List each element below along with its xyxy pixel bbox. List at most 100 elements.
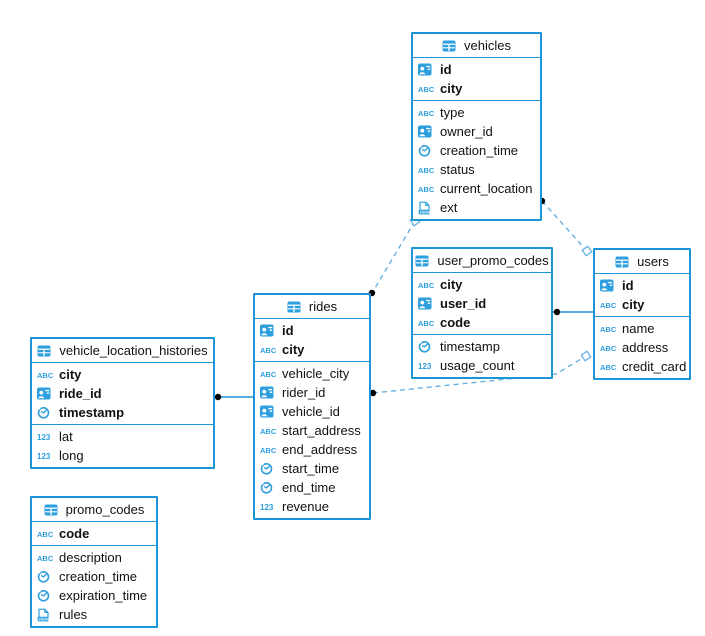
table-icon [615, 256, 632, 268]
entity-title: rides [308, 299, 338, 314]
column-name: start_address [282, 423, 361, 438]
entity-header: user_promo_codes [413, 249, 551, 273]
svg-text:123: 123 [260, 503, 274, 512]
column-name: end_time [282, 480, 336, 495]
uuid-badge-icon [260, 405, 277, 418]
column-name: revenue [282, 499, 329, 514]
entity-header: vehicles [413, 34, 540, 58]
uuid-badge-icon [418, 125, 435, 138]
column-row: ABC start_address [255, 421, 369, 440]
column-name: code [440, 315, 471, 330]
svg-text:123: 123 [37, 452, 51, 461]
svg-text:ABC: ABC [418, 166, 435, 175]
column-name: long [59, 448, 84, 463]
column-row: creation_time [413, 141, 540, 160]
uuid-badge-icon [37, 387, 54, 400]
column-row: ABC end_address [255, 440, 369, 459]
text-abc-icon: ABC [260, 445, 277, 455]
column-name: usage_count [440, 358, 515, 373]
timestamp-clock-icon [260, 481, 277, 494]
diamond-endpoint-marker [581, 245, 593, 257]
column-name: code [59, 526, 90, 541]
column-name: vehicle_id [282, 404, 340, 419]
dot-endpoint-marker [369, 389, 377, 397]
text-abc-icon: ABC [418, 184, 435, 194]
column-name: expiration_time [59, 588, 148, 603]
column-row: expiration_time [32, 586, 156, 605]
key-column-row: id [595, 276, 689, 295]
svg-text:JSON: JSON [38, 616, 49, 621]
diamond-endpoint-marker [580, 350, 592, 362]
text-abc-icon: ABC [37, 553, 54, 563]
column-name: address [622, 340, 669, 355]
column-name: ext [440, 200, 458, 215]
svg-text:ABC: ABC [260, 427, 277, 436]
column-name: ride_id [59, 386, 102, 401]
column-name: start_time [282, 461, 340, 476]
json-doc-icon: JSON [37, 608, 54, 622]
column-name: current_location [440, 181, 533, 196]
svg-text:ABC: ABC [37, 554, 54, 563]
key-column-row: timestamp [32, 403, 213, 422]
column-name: end_address [282, 442, 358, 457]
column-name: type [440, 105, 465, 120]
timestamp-clock-icon [260, 462, 277, 475]
column-name: id [622, 278, 634, 293]
uuid-badge-icon [418, 63, 435, 76]
column-name: timestamp [59, 405, 125, 420]
numeric-123-icon: 123 [260, 502, 277, 512]
svg-text:ABC: ABC [600, 301, 617, 310]
text-abc-icon: ABC [37, 529, 54, 539]
column-row: ABC description [32, 548, 156, 567]
key-column-row: ABC code [32, 524, 156, 543]
text-abc-icon: ABC [600, 300, 617, 310]
table-icon [37, 345, 54, 357]
column-row: start_time [255, 459, 369, 478]
column-name: owner_id [440, 124, 493, 139]
key-column-row: user_id [413, 294, 551, 313]
svg-text:ABC: ABC [418, 185, 435, 194]
svg-text:ABC: ABC [260, 370, 277, 379]
svg-text:ABC: ABC [37, 371, 54, 380]
timestamp-clock-icon [418, 144, 435, 157]
column-name: id [282, 323, 294, 338]
entity-title: user_promo_codes [437, 253, 549, 268]
key-columns-section: ABC code [32, 522, 156, 546]
column-name: lat [59, 429, 73, 444]
column-row: ABC status [413, 160, 540, 179]
entity-header: rides [255, 295, 369, 319]
column-name: name [622, 321, 655, 336]
entity-title: vehicle_location_histories [59, 343, 208, 358]
uuid-badge-icon [260, 324, 277, 337]
column-name: description [59, 550, 122, 565]
dot-endpoint-marker [214, 393, 222, 401]
column-name: status [440, 162, 475, 177]
key-column-row: ride_id [32, 384, 213, 403]
key-column-row: id [255, 321, 369, 340]
